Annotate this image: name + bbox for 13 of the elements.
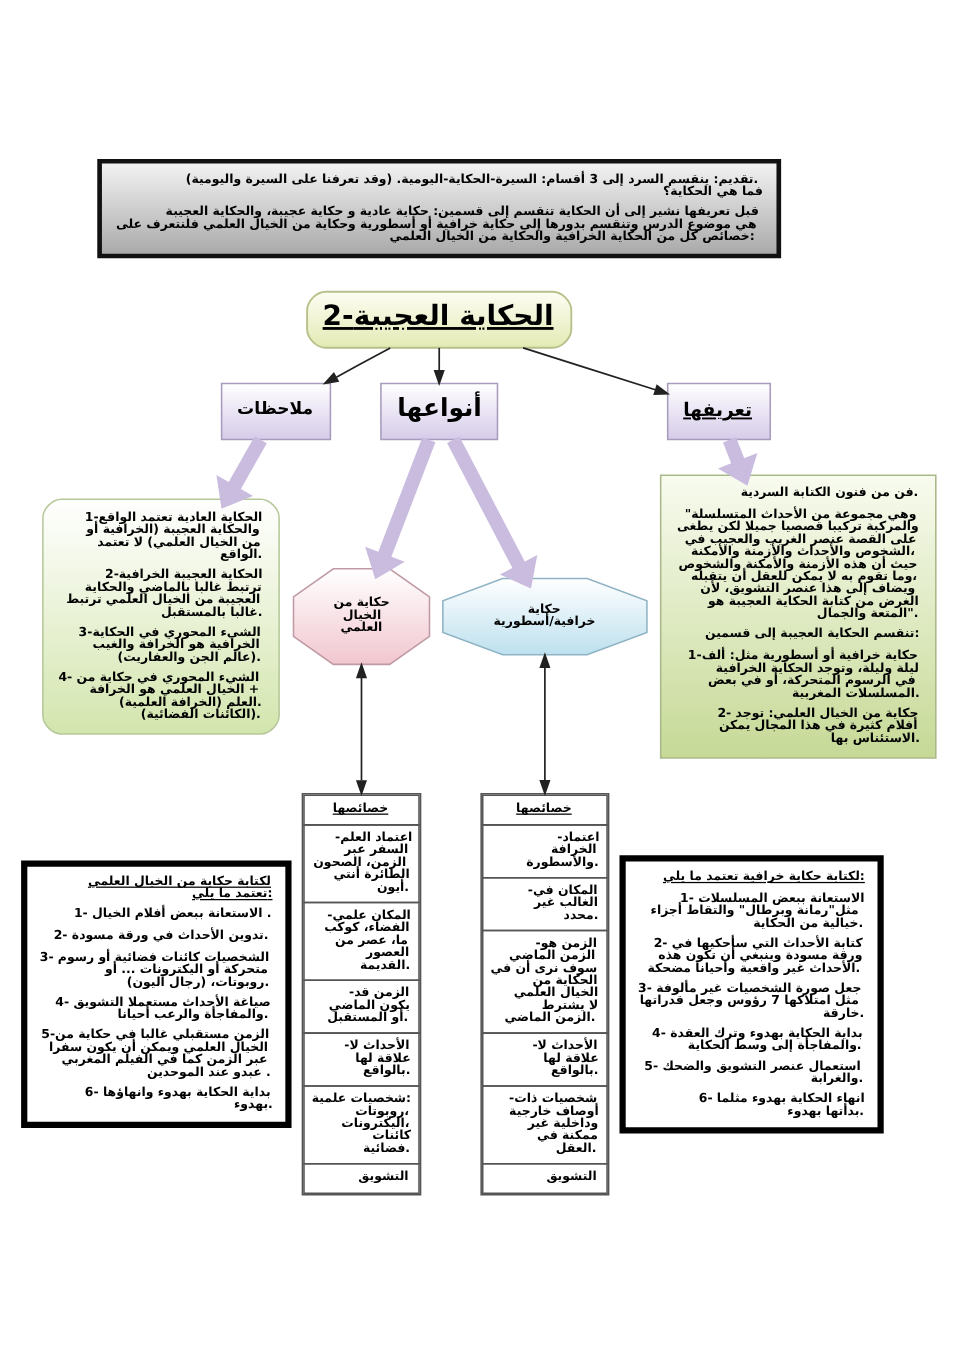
node-box: 2-الحكاية العجيبة (305, 289, 572, 348)
arrow (215, 435, 266, 508)
arrow (521, 346, 670, 394)
arrow (354, 661, 367, 796)
node-box: تعريفها (665, 381, 771, 440)
arrow (364, 436, 435, 579)
arrow (432, 346, 444, 385)
arrow (538, 651, 550, 795)
arrow (446, 435, 537, 588)
node-box: أنواعها (379, 381, 498, 440)
arrow (717, 436, 757, 485)
arrow (321, 346, 391, 384)
node-box: ملاحظات (219, 381, 331, 440)
